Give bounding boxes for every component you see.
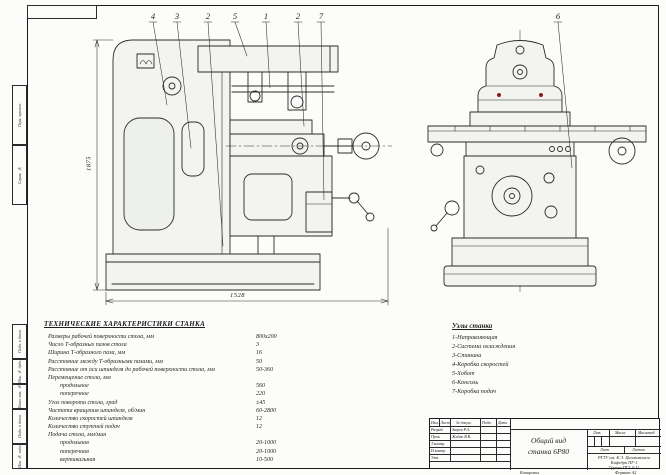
margin-box-primary-use: Перв. примен.: [12, 85, 27, 145]
title-block: Изм. Лист № докум. Подп. Дата Разраб. Зв…: [429, 418, 661, 470]
units-title: Узлы станка: [452, 322, 493, 330]
margin-box-sign-date-1: Подп. и дата: [12, 324, 27, 359]
unit-item: 3-Станина: [452, 352, 482, 359]
margin-label: Справ. №: [17, 166, 22, 184]
org-line1: РГТУ им. К.Э. Циолковского: [597, 454, 651, 460]
tb-role-checker: Пров.: [431, 434, 441, 439]
spec-row: Расстояние от оси шпинделя до рабочей по…: [48, 366, 273, 373]
tb-header-doc: № докум.: [456, 420, 472, 425]
tb-header-list: Лист: [440, 420, 450, 425]
tb-scale-label: Масштаб: [638, 430, 655, 435]
tb-role-ncontrol: Н.контр.: [431, 448, 447, 453]
callout-1: 1: [263, 11, 269, 21]
tb-role-approver: Утв.: [431, 455, 440, 460]
technical-specs: ТЕХНИЧЕСКИЕ ХАРАКТЕРИСТИКИ СТАНКА Размер…: [44, 320, 414, 465]
callout-2a: 2: [205, 11, 211, 21]
callout-4: 4: [150, 11, 156, 21]
tb-role-tcontrol: Т.контр.: [431, 441, 446, 446]
callout-3: 3: [174, 11, 180, 21]
leader-lines: [148, 21, 573, 247]
unit-item: 4-Коробка скоростей: [452, 361, 509, 368]
margin-label: Подп. и дата: [17, 330, 22, 353]
unit-item: 5-Хобот: [452, 370, 475, 377]
tb-role-developer: Разраб.: [431, 427, 444, 432]
dimension-height: 1875: [85, 156, 93, 171]
unit-item: 1-Направляющая: [452, 334, 498, 341]
left-view: [105, 39, 393, 291]
tb-header-sign: Подп.: [482, 420, 492, 425]
margin-label: Подп. и дата: [17, 415, 22, 438]
margin-label: Инв. № дубл.: [17, 360, 22, 383]
margin-label: Перв. примен.: [17, 103, 22, 127]
machine-units-list: Узлы станка 1-Направляющая 2-Система охл…: [452, 322, 572, 397]
callout-5: 5: [232, 11, 238, 21]
spec-row: Угол поворота стола, град±45: [48, 399, 266, 406]
margin-box-inv-orig: Инв. № подл.: [12, 444, 27, 469]
callout-2b: 2: [295, 11, 301, 21]
unit-item: 2-Система охлаждения: [452, 343, 516, 350]
tb-header-izm: Изм.: [431, 420, 439, 425]
org-line3: Группа ПГ1 3-11: [608, 464, 640, 470]
tb-name-developer: Зверев Р.А.: [452, 427, 470, 432]
doc-title-line2: станка 6Р80: [527, 447, 570, 456]
margin-label: Взам. инв. №: [17, 385, 22, 408]
spec-row: Подача стола, мм/мин: [48, 432, 107, 439]
margin-box-inv-dupl: Инв. № дубл.: [12, 359, 27, 384]
doc-title-line1: Общий вид: [530, 436, 567, 445]
callout-7: 7: [318, 11, 324, 21]
dimension-length: 1528: [230, 292, 245, 299]
margin-box-ref-number: Справ. №: [12, 145, 27, 205]
dimension-lines: [92, 39, 389, 306]
tb-sheets-label: Листов: [632, 447, 645, 452]
drawing-frame: [27, 5, 659, 469]
margin-box-sign-date-2: Подп. и дата: [12, 409, 27, 444]
callout-6: 6: [555, 11, 561, 21]
format-label: Формат А2: [615, 469, 637, 475]
spec-row: Перемещение стола, мм: [48, 374, 111, 381]
tb-header-date: Дата: [498, 420, 508, 425]
tb-lit-label: Лит.: [593, 430, 602, 435]
copied-label: Копировал: [520, 469, 540, 475]
org-line2: Кафедра ПГ-1: [610, 459, 638, 465]
tb-mass-label: Масса: [615, 430, 626, 435]
tb-sheet-label: Лист: [600, 447, 610, 452]
unit-item: 7-Коробка подач: [452, 388, 496, 395]
unit-item: 6-Консоль: [452, 379, 479, 386]
margin-label: Инв. № подл.: [17, 445, 22, 468]
top-left-cell: [27, 5, 97, 19]
margin-box-repl-inv: Взам. инв. №: [12, 384, 27, 409]
tb-name-checker: Жадик В.В.: [452, 434, 471, 439]
specs-title: ТЕХНИЧЕСКИЕ ХАРАКТЕРИСТИКИ СТАНКА: [44, 320, 206, 328]
right-view: [427, 29, 647, 295]
